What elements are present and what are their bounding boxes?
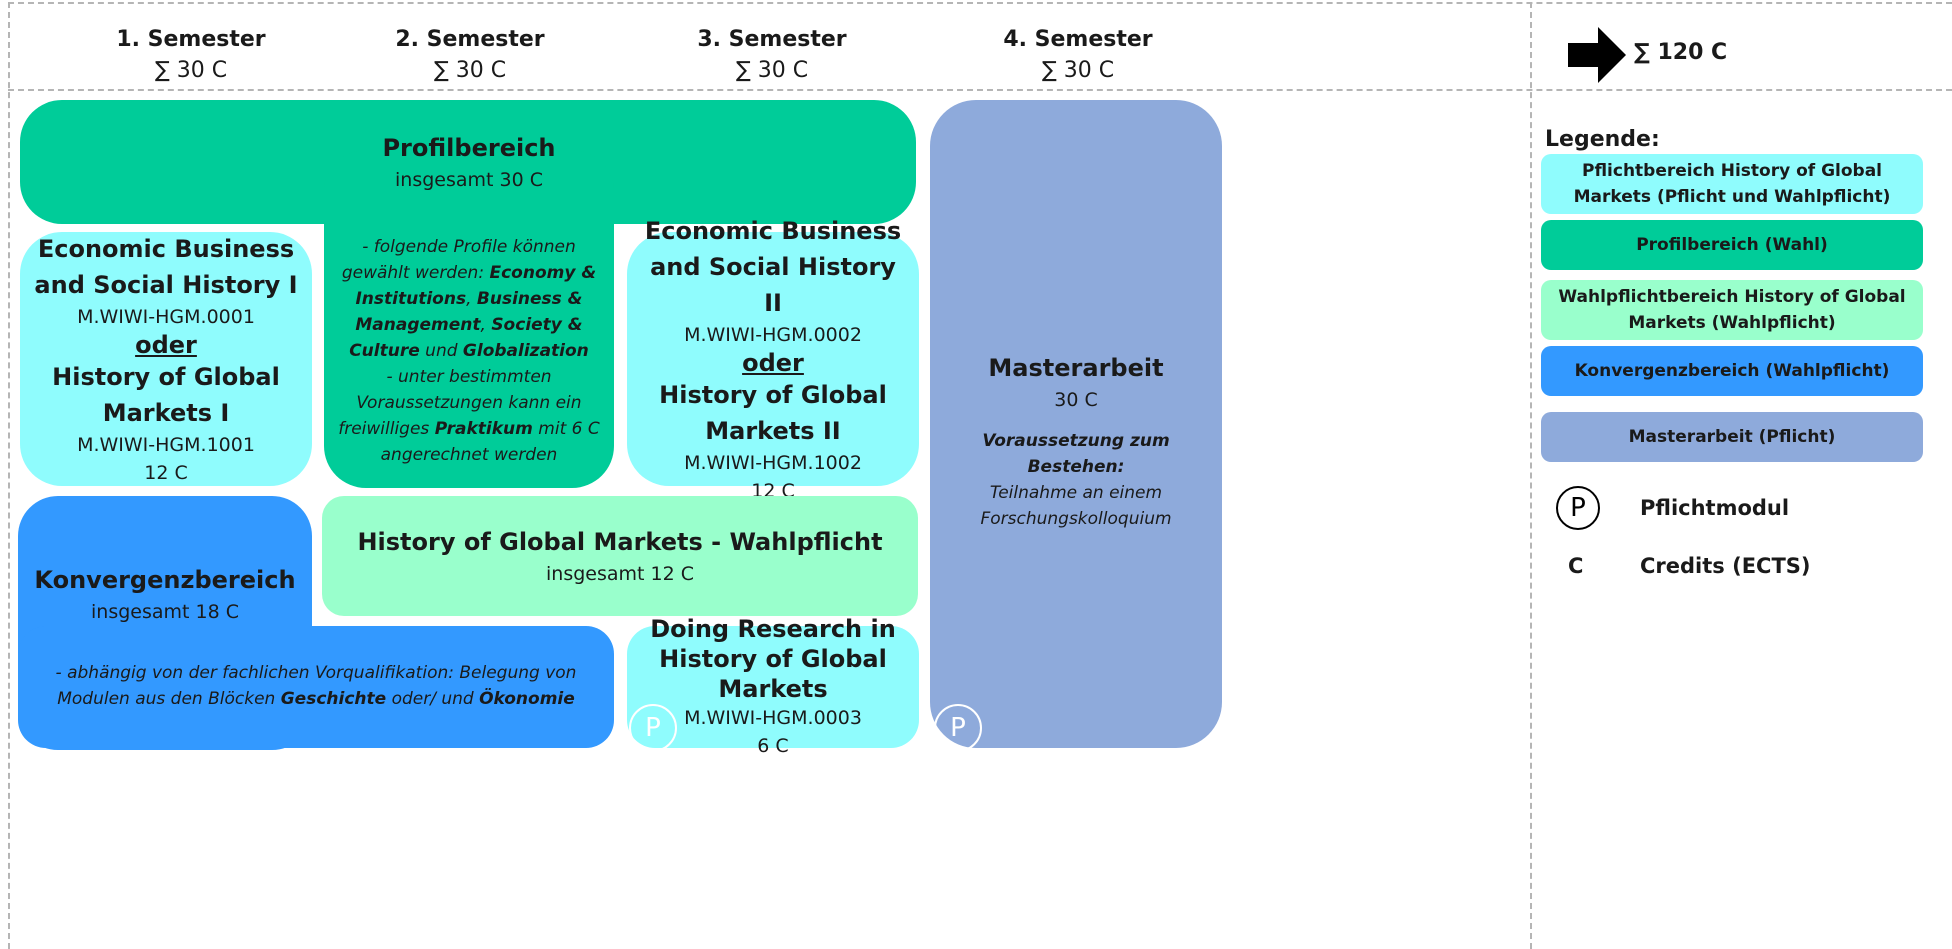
semester-title: 1. Semester [116, 27, 266, 52]
semester-credits: ∑ 30 C [1041, 58, 1115, 83]
right-arrow-icon [1568, 27, 1626, 83]
block-geschichte: Geschichte [280, 689, 387, 709]
profile-globalization: Globalization [462, 341, 589, 361]
semester-title: 4. Semester [1003, 27, 1153, 52]
praktikum-text: - unter bestimmten Voraussetzungen kann … [338, 367, 582, 439]
profilbereich-title: Profilbereich [382, 134, 556, 162]
konvergenz-conjunction: oder/ und [386, 689, 480, 709]
profile-economy: Economy & Institutions [355, 263, 597, 309]
konvergenz-title: Konvergenzbereich [34, 566, 296, 594]
konvergenz-text: - abhängig von der fachlichen Vorqualifi… [55, 663, 577, 709]
semester-header-4: 4. Semester ∑ 30 C [958, 24, 1198, 86]
masterarbeit-box [930, 100, 1222, 748]
module-credits: 6 C [757, 735, 789, 757]
module-economic-history-2: Economic Business and Social History II … [627, 217, 919, 502]
module-doing-research: Doing Research in History of Global Mark… [627, 615, 919, 757]
semester-credits: ∑ 30 C [735, 58, 809, 83]
masterarbeit-content: Masterarbeit 30 C Voraussetzung zum Best… [940, 350, 1212, 532]
masterarbeit-requirement-text: Teilnahme an einem Forschungskolloquium [980, 483, 1172, 529]
wahlpflicht-title: History of Global Markets - Wahlpflicht [357, 528, 883, 556]
wahlpflicht-box: History of Global Markets - Wahlpflicht … [322, 496, 918, 616]
profile-business: Business & Management [355, 289, 583, 335]
profilbereich-description: - folgende Profile können gewählt werden… [334, 234, 604, 468]
legend-masterarbeit: Masterarbeit (Pflicht) [1541, 412, 1923, 462]
profilbereich-stem [324, 150, 614, 488]
module-title: History of Global Markets I [52, 363, 280, 427]
profil-separator: , [480, 315, 486, 335]
legend-title: Legende: [1545, 127, 1660, 152]
module-economic-history-1: Economic Business and Social History I M… [20, 232, 312, 486]
oder-label: oder [742, 349, 804, 377]
konvergenz-bar [18, 626, 614, 748]
semester-credits: ∑ 30 C [433, 58, 507, 83]
profile-society: Society & Culture [349, 315, 583, 361]
profilbereich-heading: Profilbereich insgesamt 30 C [324, 130, 614, 194]
profil-separator: , [466, 289, 477, 309]
module-code: M.WIWI-HGM.1001 [77, 434, 255, 456]
total-credits: ∑ 120 C [1634, 40, 1728, 65]
pflicht-badge-icon: P [629, 704, 677, 752]
legend-c-symbol: C [1568, 554, 1584, 578]
semester-header-1: 1. Semester ∑ 30 C [71, 24, 311, 86]
legend-konvergenz: Konvergenzbereich (Wahlpflicht) [1541, 346, 1923, 396]
legend-profilbereich: Profilbereich (Wahl) [1541, 220, 1923, 270]
praktikum-label: Praktikum [434, 419, 533, 439]
legend-pflicht-hgm: Pflichtbereich History of Global Markets… [1541, 154, 1923, 214]
konvergenz-heading: Konvergenzbereich insgesamt 18 C [18, 562, 312, 626]
oder-label: oder [135, 331, 197, 359]
header-divider [8, 89, 1952, 91]
legend-divider [1530, 2, 1532, 949]
module-code: M.WIWI-HGM.0003 [684, 707, 862, 729]
masterarbeit-title: Masterarbeit [988, 354, 1164, 382]
konvergenz-description: - abhängig von der fachlichen Vorqualifi… [38, 660, 594, 712]
semester-title: 2. Semester [395, 27, 545, 52]
masterarbeit-credits: 30 C [1054, 389, 1098, 411]
module-code: M.WIWI-HGM.0001 [77, 306, 255, 328]
semester-credits: ∑ 30 C [154, 58, 228, 83]
module-title: History of Global Markets II [659, 381, 887, 445]
profil-intro-text: - folgende Profile können gewählt werden… [341, 237, 576, 283]
semester-title: 3. Semester [697, 27, 847, 52]
semester-header-2: 2. Semester ∑ 30 C [350, 24, 590, 86]
top-border [8, 2, 1952, 4]
pflicht-badge-icon: P [934, 704, 982, 752]
profil-conjunction: und [419, 341, 463, 361]
praktikum-text-end: mit 6 C angerechnet werden [380, 419, 600, 465]
legend-p-icon: P [1556, 486, 1600, 530]
profilbereich-credits: insgesamt 30 C [395, 169, 543, 191]
legend-wahlpflicht-hgm: Wahlpflichtbereich History of Global Mar… [1541, 280, 1923, 340]
block-oekonomie: Ökonomie [479, 689, 575, 709]
module-code: M.WIWI-HGM.0002 [684, 324, 862, 346]
wahlpflicht-credits: insgesamt 12 C [546, 563, 694, 585]
module-title: Doing Research in History of Global Mark… [650, 615, 896, 703]
legend-c-label: Credits (ECTS) [1640, 554, 1811, 578]
module-title: Economic Business and Social History II [644, 217, 902, 317]
legend-p-label: Pflichtmodul [1640, 496, 1790, 520]
module-code: M.WIWI-HGM.1002 [684, 452, 862, 474]
semester-header-3: 3. Semester ∑ 30 C [652, 24, 892, 86]
konvergenz-credits: insgesamt 18 C [91, 601, 239, 623]
masterarbeit-requirement-title: Voraussetzung zum Bestehen: [982, 431, 1170, 477]
left-border [8, 2, 10, 949]
module-title: Economic Business and Social History I [34, 235, 298, 299]
module-credits: 12 C [144, 462, 188, 484]
